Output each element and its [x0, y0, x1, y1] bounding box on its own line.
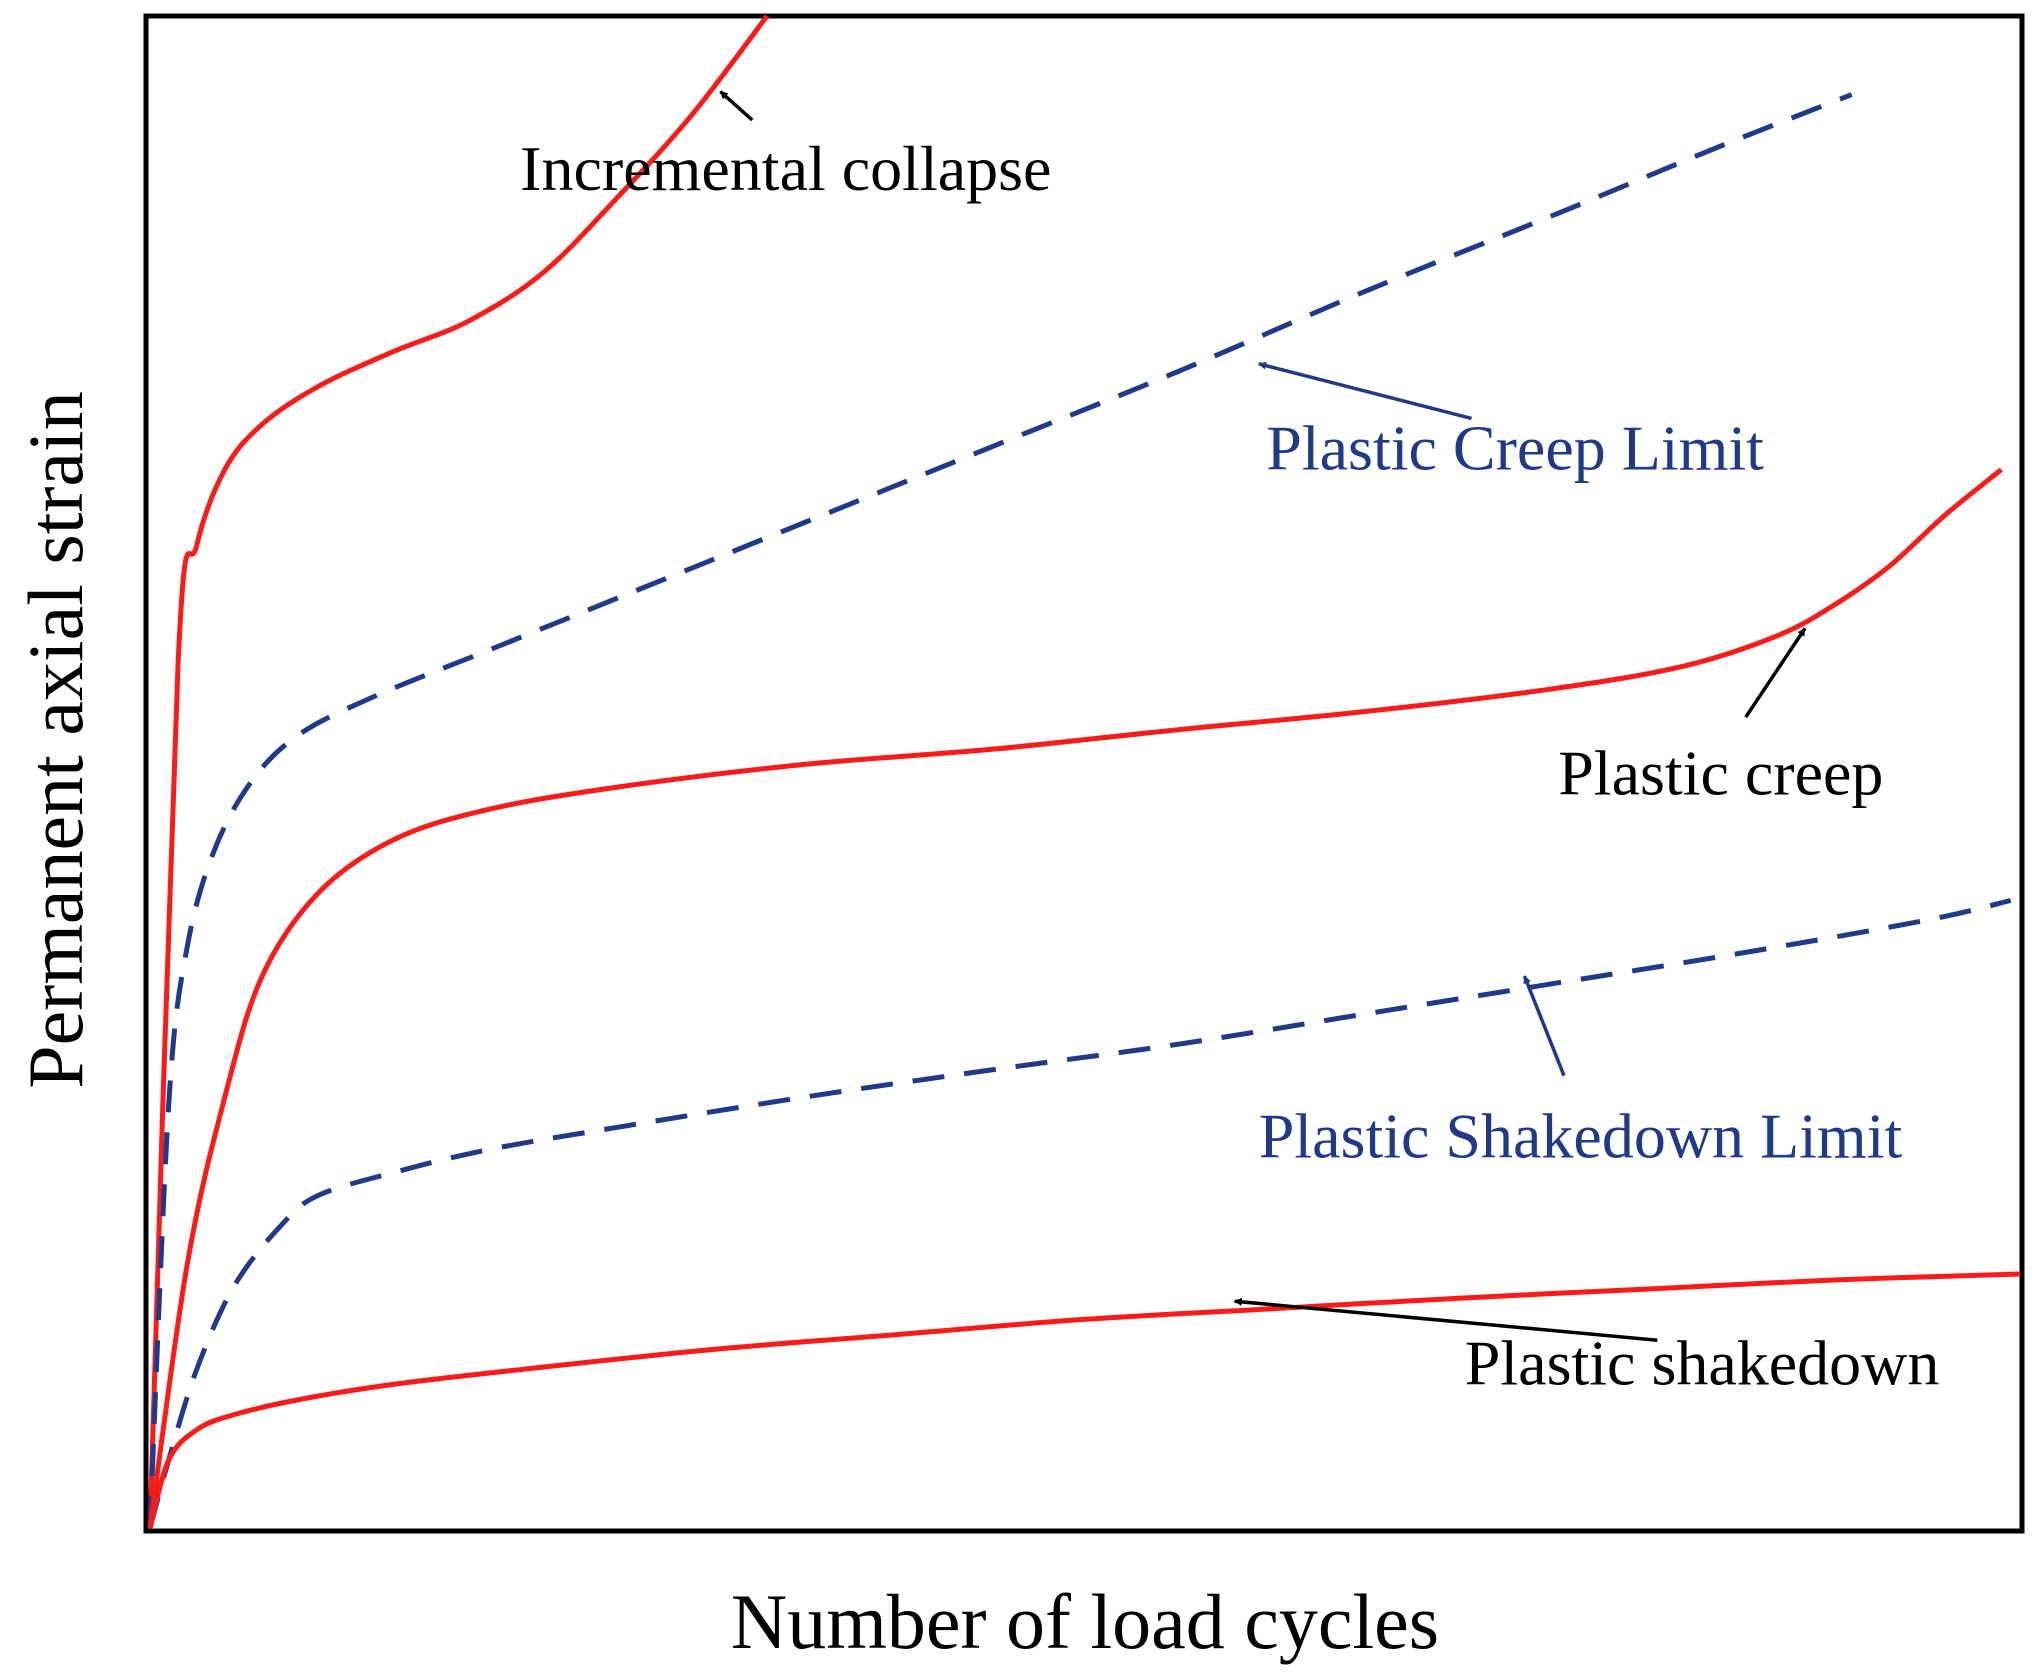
series-line-3	[147, 467, 2003, 1529]
series-line-4	[147, 898, 2012, 1529]
annotation-arrow-2	[1258, 361, 1472, 421]
annotation-label-3: Plastic creep	[1558, 738, 1883, 809]
series-line-1	[147, 14, 770, 1529]
annotation-arrow-4	[1522, 975, 1566, 1077]
annotation-arrow-1	[719, 90, 754, 122]
series-line-2	[147, 92, 1853, 1529]
y-axis-label: Permanent axial strain	[12, 391, 99, 1088]
annotation-arrow-3	[1744, 627, 1807, 719]
annotation-label-2: Plastic Creep Limit	[1266, 413, 1764, 484]
x-axis-label: Number of load cycles	[731, 1578, 1439, 1665]
annotation-arrow-5	[1233, 1297, 1658, 1342]
series-layer	[147, 14, 2021, 1529]
annotation-label-5: Plastic shakedown	[1465, 1327, 1940, 1398]
annotation-label-1: Incremental collapse	[520, 133, 1051, 204]
series-line-5	[147, 1271, 2021, 1529]
plot-frame	[143, 13, 2025, 1534]
annotation-label-4: Plastic Shakedown Limit	[1259, 1101, 1903, 1172]
